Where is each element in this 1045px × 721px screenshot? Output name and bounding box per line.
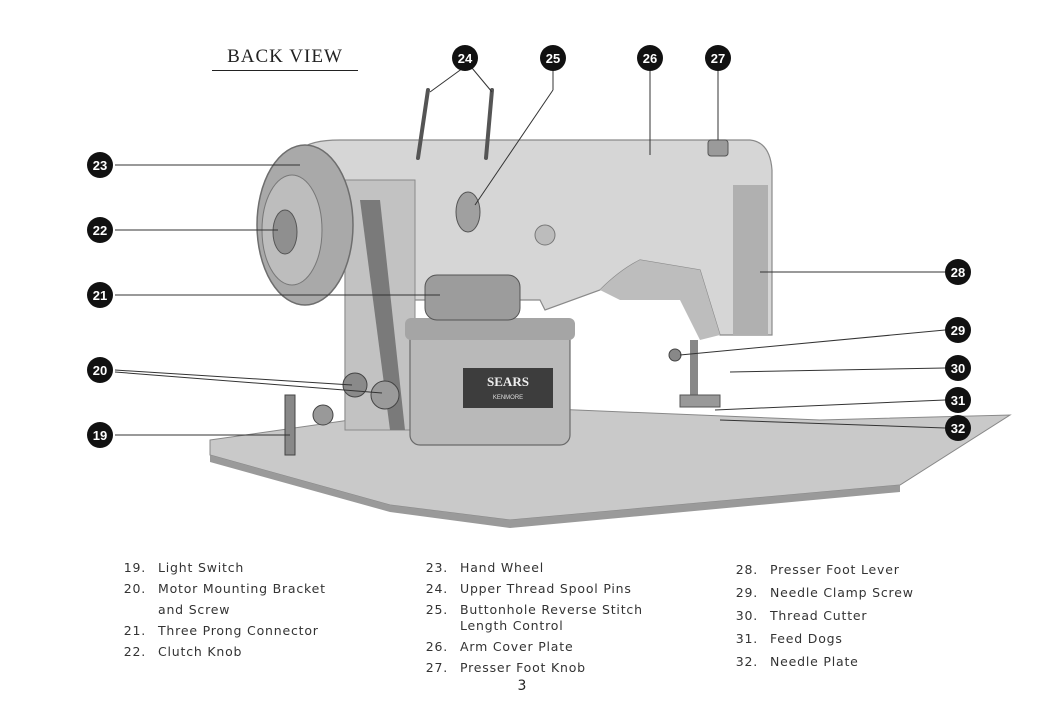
- legend-item: 21.Three Prong Connector: [118, 623, 378, 644]
- legend-item: 25.Buttonhole Reverse Stitch: [420, 602, 680, 618]
- callout-27: 27: [711, 51, 725, 66]
- legend-item: and Screw: [118, 602, 378, 623]
- legend-item: 31.Feed Dogs: [730, 631, 990, 654]
- legend-item: 19.Light Switch: [118, 560, 378, 581]
- legend-item: 22.Clutch Knob: [118, 644, 378, 665]
- callout-20: 20: [93, 363, 107, 378]
- callout-22: 22: [93, 223, 107, 238]
- callout-29: 29: [951, 323, 965, 338]
- callout-30: 30: [951, 361, 965, 376]
- callout-26: 26: [643, 51, 657, 66]
- callout-31: 31: [951, 393, 965, 408]
- legend-item: 27.Presser Foot Knob: [420, 660, 680, 681]
- badge-sub: KENMORE: [493, 395, 523, 401]
- legend-item: 29.Needle Clamp Screw: [730, 585, 990, 608]
- light-switch: [285, 395, 295, 455]
- callout-23: 23: [93, 158, 107, 173]
- badge-brand: SEARS: [487, 374, 529, 389]
- callout-24: 24: [458, 51, 473, 66]
- page-number: 3: [510, 678, 534, 694]
- callout-28: 28: [951, 265, 965, 280]
- legend-item: Length Control: [420, 618, 680, 639]
- legend-column-2: 23.Hand Wheel 24.Upper Thread Spool Pins…: [420, 560, 680, 681]
- light-housing: [425, 275, 520, 320]
- callout-32: 32: [951, 421, 965, 436]
- sewing-machine-illustration: SEARS KENMORE 23 22: [0, 0, 1045, 540]
- legend-item: 26.Arm Cover Plate: [420, 639, 680, 660]
- callout-21: 21: [93, 288, 107, 303]
- callout-19: 19: [93, 428, 107, 443]
- legend-item: 23.Hand Wheel: [420, 560, 680, 581]
- legend-item: 30.Thread Cutter: [730, 608, 990, 631]
- clutch-knob: [273, 210, 297, 254]
- legend-column-3: 28.Presser Foot Lever 29.Needle Clamp Sc…: [730, 562, 990, 677]
- callout-25: 25: [546, 51, 560, 66]
- legend-item: 24.Upper Thread Spool Pins: [420, 581, 680, 602]
- legend-column-1: 19.Light Switch 20.Motor Mounting Bracke…: [118, 560, 378, 665]
- legend-item: 28.Presser Foot Lever: [730, 562, 990, 585]
- legend-item: 20.Motor Mounting Bracket: [118, 581, 378, 602]
- legend-item: 32.Needle Plate: [730, 654, 990, 677]
